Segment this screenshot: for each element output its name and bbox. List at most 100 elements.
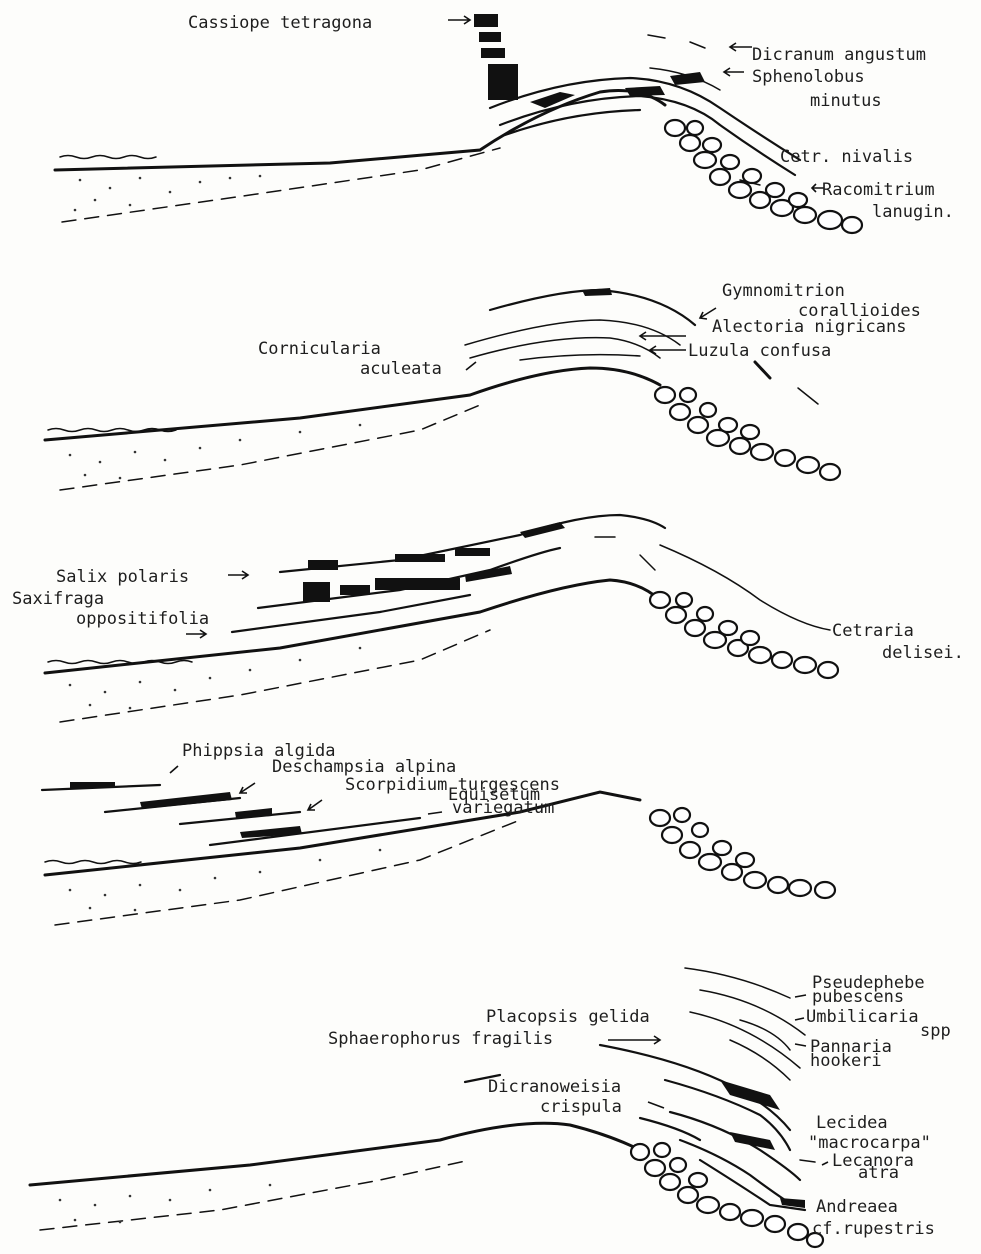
arrow: [730, 43, 752, 51]
saxifraga-block: [465, 566, 512, 582]
label-alectoria-nigricans: Alectoria nigricans: [712, 317, 906, 337]
saxifraga-block: [375, 578, 460, 590]
sediment-line: [40, 1160, 470, 1230]
salix-block: [395, 554, 445, 562]
label-placopsis-gelida: Placopsis gelida: [486, 1007, 650, 1027]
cassiope-block: [479, 32, 501, 42]
veg-layer: [670, 1112, 800, 1180]
arrow: [308, 800, 322, 810]
phippsia-block: [70, 782, 115, 788]
saxifraga-block: [303, 582, 330, 602]
arrow: [240, 783, 255, 793]
boulder-field: [631, 1143, 823, 1247]
water-line: [60, 156, 156, 159]
salix-block: [520, 522, 565, 538]
profile-1: Cassiope tetragona Dicranum angustum Sph…: [55, 13, 954, 233]
boulder-field: [650, 808, 835, 898]
label-minutus: minutus: [810, 91, 882, 111]
label-aculeata: aculeata: [360, 359, 442, 379]
label-crispula: crispula: [540, 1097, 622, 1117]
arrow: [228, 571, 248, 579]
water-line: [45, 861, 141, 864]
lichen-block: [730, 1132, 775, 1150]
label-oppositifolia: oppositifolia: [76, 609, 209, 629]
label-sphaerophorus-fragilis: Sphaerophorus fragilis: [328, 1029, 553, 1049]
label-dicranoweisia: Dicranoweisia: [488, 1077, 621, 1097]
scorpidium-block: [235, 808, 272, 818]
profile-4: Phippsia algida Deschampsia alpina Scorp…: [42, 741, 835, 925]
label-cornicularia: Cornicularia: [258, 339, 381, 359]
label-cetr-nivalis: Cetr. nivalis: [780, 147, 913, 167]
veg-layer: [730, 1040, 790, 1080]
veg-dash: [648, 35, 665, 38]
veg-layer: [232, 595, 470, 632]
sediment-line: [60, 630, 490, 722]
label-andreaea: Andreaea: [816, 1197, 898, 1217]
label-racomitrium: Racomitrium: [822, 180, 935, 200]
label-cassiope-tetragona: Cassiope tetragona: [188, 13, 372, 33]
arrow: [428, 812, 442, 814]
arrow: [640, 332, 686, 340]
label-salix-polaris: Salix polaris: [56, 567, 189, 587]
label-cetraria: Cetraria: [832, 621, 914, 641]
label-gymnomitrion: Gymnomitrion: [722, 281, 845, 301]
veg-layer: [640, 1118, 700, 1140]
arrow: [186, 630, 206, 638]
salix-block: [455, 548, 490, 556]
saxifraga-block: [340, 585, 370, 595]
sediment-line: [60, 405, 480, 490]
boulder-field: [655, 387, 840, 480]
arrow: [795, 1018, 804, 1020]
veg-dash: [690, 42, 705, 48]
label-lanugin: lanugin.: [872, 202, 954, 222]
veg-layer: [520, 355, 640, 360]
veg-dash: [640, 555, 655, 570]
label-atra: atra: [858, 1163, 899, 1183]
cushion-block: [625, 86, 665, 96]
veg-layer: [465, 320, 680, 345]
label-deschampsia-alpina: Deschampsia alpina: [272, 757, 456, 777]
deschampsia-block: [140, 792, 232, 809]
label-variegatum: variegatum: [452, 798, 554, 818]
profile-2: Gymnomitrion corallioides Alectoria nigr…: [45, 281, 921, 490]
boulder-field: [650, 592, 838, 678]
cushion-block: [582, 288, 612, 296]
cassiope-block: [474, 14, 498, 27]
sediment-dots: [69, 424, 362, 480]
label-dicranum-angustum: Dicranum angustum: [752, 45, 926, 65]
label-luzula-confusa: Luzula confusa: [688, 341, 831, 361]
veg-layer: [685, 968, 790, 998]
label-hookeri: hookeri: [810, 1051, 882, 1071]
label-umbilicaria: Umbilicaria: [806, 1007, 919, 1027]
label-spp: spp: [920, 1021, 951, 1041]
lichen-block: [720, 1080, 780, 1110]
veg-dash: [798, 388, 818, 404]
arrow: [822, 1162, 828, 1165]
sediment-dots: [74, 175, 262, 212]
cushion-block: [670, 72, 705, 85]
sediment-line: [62, 148, 500, 222]
salix-block: [308, 560, 338, 570]
arrow: [608, 1036, 660, 1044]
label-saxifraga: Saxifraga: [12, 589, 104, 609]
ground-line: [45, 368, 660, 440]
label-sphenolobus: Sphenolobus: [752, 67, 865, 87]
sediment-dots: [59, 1184, 272, 1224]
arrow: [648, 1102, 664, 1108]
profile-5: Pseudephebe pubescens Umbilicaria spp Pl…: [30, 968, 951, 1247]
arrow: [795, 995, 806, 997]
arrow: [724, 68, 744, 76]
ground-line: [30, 1123, 640, 1185]
veg-dash: [800, 1160, 815, 1162]
arrow: [650, 346, 686, 354]
cassiope-block: [481, 48, 505, 58]
veg-layer: [740, 1020, 790, 1050]
label-macrocarpa: "macrocarpa": [808, 1133, 931, 1153]
label-pubescens: pubescens: [812, 987, 904, 1007]
arrow: [170, 766, 178, 773]
label-delisei: delisei.: [882, 643, 964, 663]
profile-3: Salix polaris Saxifraga oppositifolia Ce…: [12, 515, 964, 722]
cassiope-block: [488, 64, 518, 100]
